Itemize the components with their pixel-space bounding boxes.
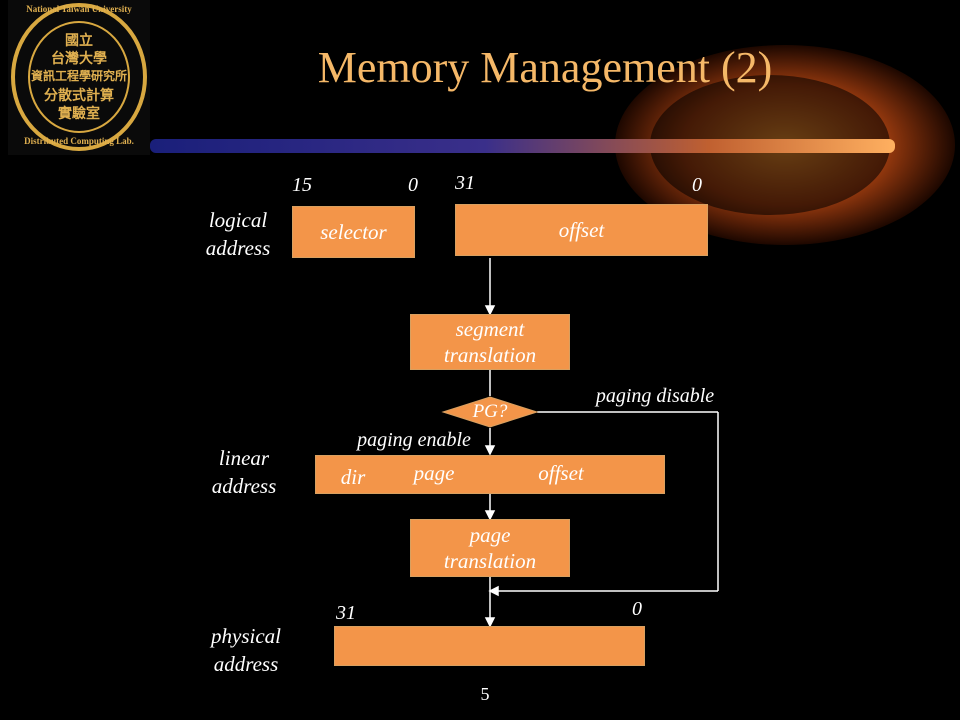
page-field: page — [413, 461, 455, 485]
selector-low-bit: 0 — [408, 174, 418, 196]
physical-address-box — [334, 626, 645, 666]
university-logo: National Taiwan University 國立 台灣大學 資訊工程學… — [8, 0, 150, 155]
linear-address-box — [315, 455, 665, 494]
logo-line-5: 實驗室 — [58, 107, 100, 122]
logo-line-1: 國立 — [65, 34, 93, 49]
selector-high-bit: 15 — [292, 174, 312, 196]
physical-high-bit: 31 — [336, 602, 356, 624]
logo-ring-top: National Taiwan University — [26, 4, 132, 14]
logo-line-3: 資訊工程學研究所 — [30, 69, 127, 83]
logical-offset-box: offset — [455, 204, 708, 256]
page-number: 5 — [480, 684, 490, 704]
pg-decision-diamond — [441, 396, 539, 428]
linear-address-label: linear address — [211, 446, 277, 498]
linear-offset-field: offset — [538, 461, 584, 485]
selector-box: selector — [292, 206, 415, 258]
logo-ring-bottom: Distributed Computing Lab. — [24, 136, 134, 146]
paging-disable-label: paging disable — [595, 385, 715, 407]
logical-address-label: logical address — [205, 208, 271, 260]
logo-line-4: 分散式計算 — [44, 89, 114, 104]
slide-title: Memory Management (2) — [317, 43, 773, 92]
physical-low-bit: 0 — [632, 598, 642, 620]
segment-translation-box: segment translation — [410, 314, 570, 370]
physical-address-label: physical address — [211, 624, 281, 676]
offset-high-bit: 31 — [455, 172, 475, 194]
paging-enable-label: paging enable — [357, 429, 471, 451]
offset-low-bit: 0 — [692, 174, 702, 196]
pg-label: PG? — [472, 401, 508, 422]
page-translation-box: page translation — [410, 519, 570, 577]
logo-line-2: 台灣大學 — [51, 52, 107, 67]
dir-field: dir — [340, 465, 366, 489]
